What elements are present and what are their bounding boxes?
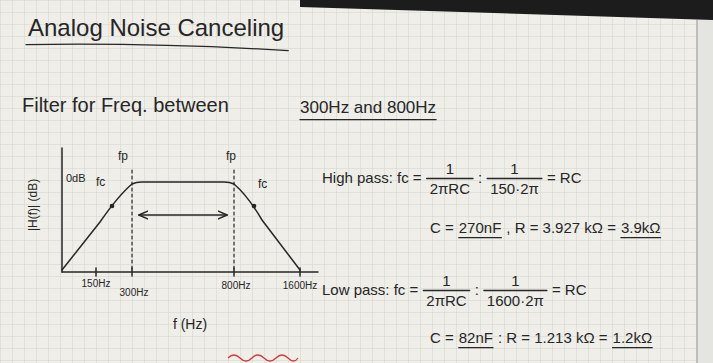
formula-text: = RC bbox=[547, 169, 582, 186]
formula-text: 1 bbox=[446, 160, 454, 177]
axis-tick bbox=[233, 268, 235, 276]
formula-text: Low pass: fc = bbox=[322, 281, 418, 298]
formula-text: C = bbox=[430, 329, 454, 346]
formula-text: 270nF bbox=[459, 219, 502, 236]
page-title: Analog Noise Canceling bbox=[28, 14, 284, 42]
formula-text: 2πRC bbox=[426, 292, 466, 309]
graph-label: 150Hz bbox=[82, 278, 111, 290]
fraction-bar bbox=[487, 178, 542, 179]
formula-text: C = bbox=[430, 219, 454, 236]
graph-label: 800Hz bbox=[222, 280, 251, 292]
fc-point bbox=[110, 204, 113, 207]
graph-label: |H(f)| (dB) bbox=[27, 179, 41, 231]
formula-text: 82nF bbox=[459, 329, 493, 346]
red-scribble bbox=[228, 355, 298, 361]
formula-text: , R = 3.927 kΩ = bbox=[506, 219, 616, 236]
formula-text: : bbox=[475, 281, 479, 298]
underline bbox=[459, 347, 493, 348]
y-axis bbox=[61, 148, 63, 272]
x-axis bbox=[62, 271, 318, 273]
fraction-bar bbox=[427, 178, 473, 179]
heading-text: Filter for Freq. between bbox=[22, 94, 229, 117]
graph-label: 300Hz bbox=[120, 287, 149, 299]
page-edge bbox=[697, 20, 698, 363]
formula-text: 1600·2π bbox=[487, 292, 544, 309]
underline bbox=[613, 347, 653, 348]
table-background bbox=[300, 0, 713, 20]
fraction-bar bbox=[484, 290, 547, 291]
graph-label: fp bbox=[118, 150, 128, 164]
bandpass-curve bbox=[62, 182, 300, 270]
formula-text: 150·2π bbox=[490, 180, 539, 197]
underline bbox=[300, 119, 436, 120]
fc-point bbox=[252, 204, 255, 207]
passband-arrow bbox=[139, 214, 227, 216]
formula-text: High pass: fc = bbox=[322, 169, 422, 186]
graph-label: fc bbox=[258, 178, 267, 192]
graph-label: f (Hz) bbox=[173, 316, 207, 332]
heading-text: 300Hz and 800Hz bbox=[300, 98, 436, 118]
formula-text: 1 bbox=[442, 272, 450, 289]
axis-tick bbox=[131, 268, 133, 276]
formula-text: 1 bbox=[511, 272, 519, 289]
graph-label: fc bbox=[96, 176, 105, 190]
fp-dashed-line bbox=[233, 170, 234, 272]
fraction-bar bbox=[423, 290, 469, 291]
formula-text: : bbox=[478, 169, 482, 186]
formula-text: 2πRC bbox=[430, 180, 470, 197]
axis-tick bbox=[299, 268, 301, 276]
fp-dashed-line bbox=[131, 170, 132, 272]
next-page bbox=[697, 20, 713, 363]
title-underline bbox=[26, 44, 288, 50]
graph-label: 1600Hz bbox=[283, 280, 317, 292]
graph-label: 0dB bbox=[66, 172, 86, 185]
formula-text: 3.9kΩ bbox=[621, 219, 661, 236]
formula-text: 1.2kΩ bbox=[613, 329, 653, 346]
underline bbox=[459, 237, 502, 238]
formula-text: 1 bbox=[510, 160, 518, 177]
underline bbox=[621, 237, 661, 238]
axis-tick bbox=[95, 268, 97, 276]
graph-label: fp bbox=[226, 150, 236, 164]
formula-text: : R = 1.213 kΩ = bbox=[498, 329, 608, 346]
formula-text: = RC bbox=[552, 281, 587, 298]
